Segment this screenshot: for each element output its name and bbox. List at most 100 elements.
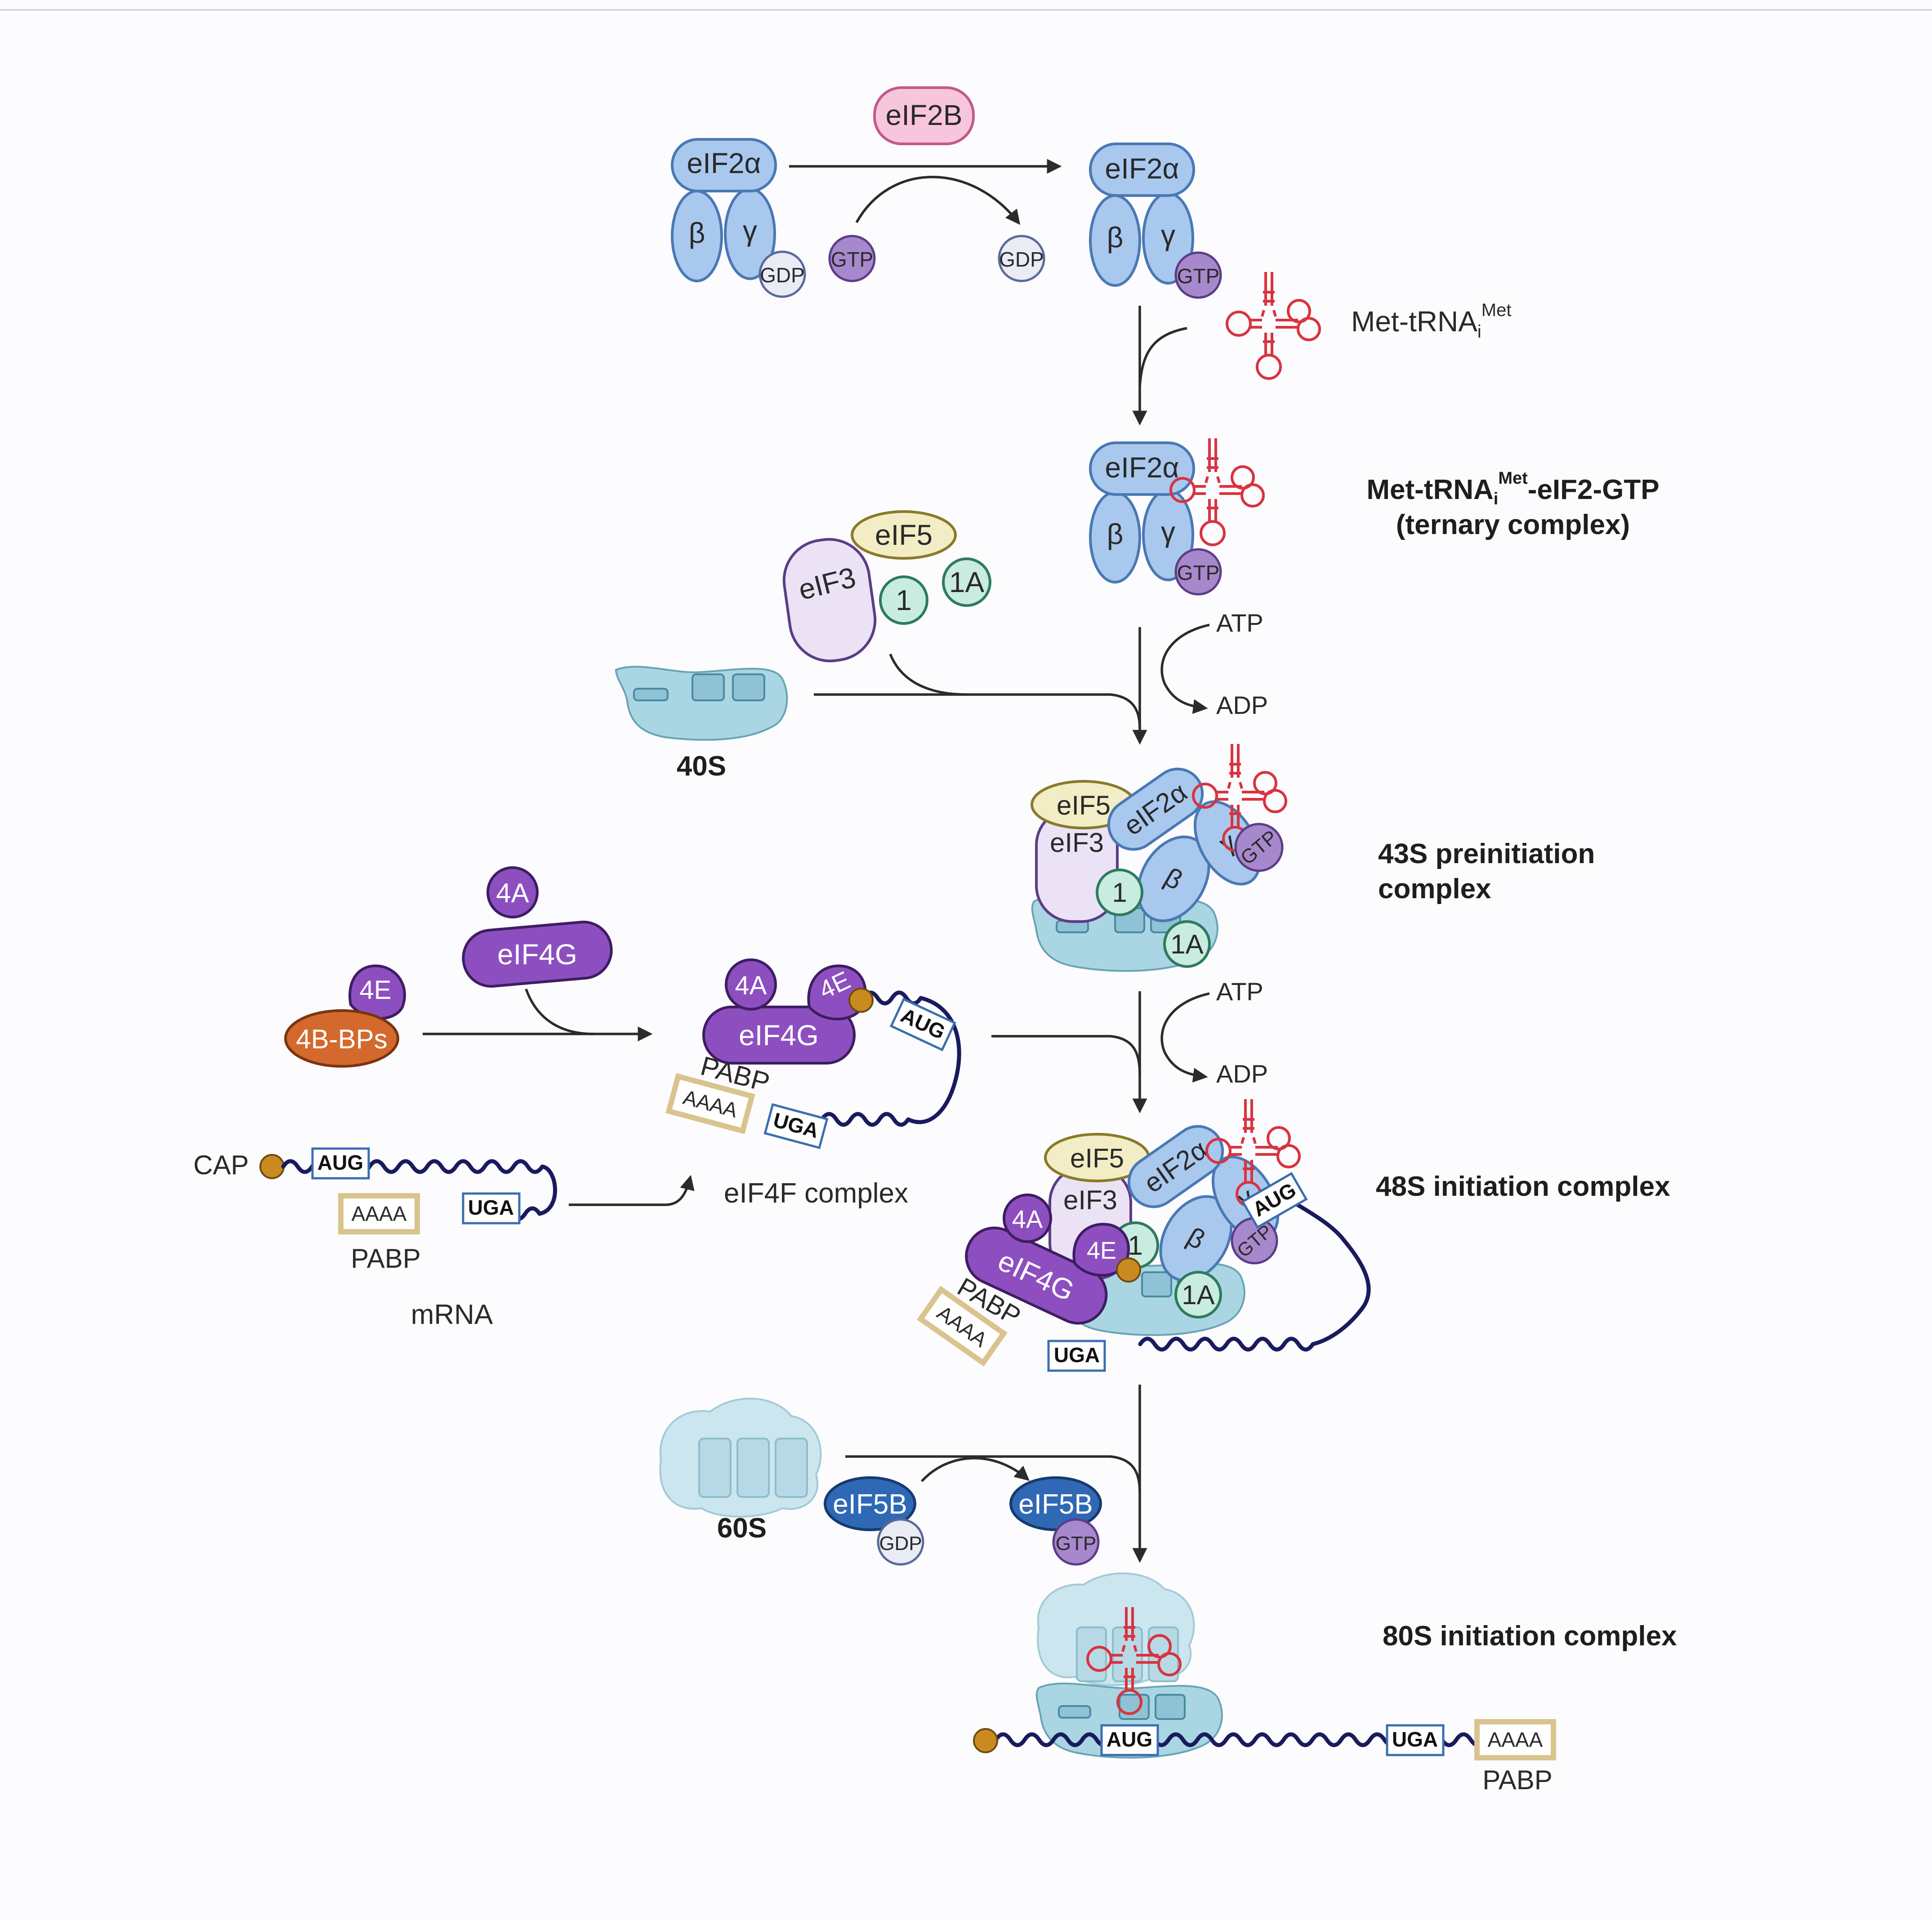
eif2a-subunit — [1127, 1125, 1224, 1208]
eif2a-label: eIF2α — [687, 147, 761, 179]
uga-label: UGA — [468, 1196, 514, 1219]
eif5b-exchange-arrow — [920, 1457, 1030, 1482]
gtp-molecule — [1174, 251, 1222, 299]
cap-structure — [1116, 1257, 1141, 1283]
ribosome-site — [1076, 1626, 1107, 1682]
initiation-factors-group: eIF3 eIF5 1 1A — [782, 510, 991, 663]
eif3-label: eIF3 — [1050, 828, 1104, 858]
ternary-complex-label-line2: (ternary complex) — [1396, 509, 1630, 540]
eif3-shape — [782, 538, 877, 663]
mrna-strand — [1138, 1192, 1371, 1352]
aug-label: AUG — [317, 1151, 363, 1174]
ternary-complex: eIF2α β γ GTP — [1089, 438, 1263, 596]
eif4g-join-arrow — [525, 989, 594, 1035]
aug-codon — [889, 998, 956, 1051]
trna-join-arrow — [1138, 327, 1187, 387]
gdp-label: GDP — [879, 1532, 922, 1555]
eif2a-subunit — [1089, 441, 1195, 496]
beta-label: β — [1107, 221, 1124, 254]
gdp-label: GDP — [760, 263, 805, 287]
mrna-label: mRNA — [411, 1299, 493, 1330]
eif1-label: 1 — [1128, 1230, 1142, 1261]
complex-43s-label: 43S preinitiation — [1378, 838, 1595, 869]
eif1-label: 1 — [1112, 878, 1127, 908]
gtp-molecule — [828, 235, 876, 282]
eif4e-label: 4E — [1087, 1237, 1116, 1264]
60s-join-arrow — [845, 1455, 1141, 1493]
poly-a-label: AAAA — [352, 1202, 407, 1225]
eif5-label: eIF5 — [1057, 790, 1111, 820]
eif4g-label: eIF4G — [497, 938, 577, 971]
atp-adp-arrow-2 — [1160, 992, 1210, 1083]
gtp-label: GTP — [831, 248, 874, 271]
ribosome-site — [1155, 1694, 1186, 1720]
met-trna-icon — [1227, 272, 1320, 379]
eif2a-label: eIF2α — [1105, 152, 1179, 185]
uga-label: UGA — [1054, 1343, 1100, 1367]
poly-a-tail — [1474, 1719, 1556, 1760]
ribosome-site — [736, 1438, 770, 1498]
ribosome-site — [775, 1438, 808, 1498]
eif2a-label: eIF2α — [1105, 451, 1179, 484]
ribosome-site — [1058, 1705, 1091, 1719]
uga-codon — [1047, 1340, 1106, 1372]
eif5-label: eIF5 — [1070, 1143, 1124, 1173]
ribosome-site — [1141, 1271, 1172, 1297]
eif4f-join-arrow — [991, 1035, 1141, 1075]
pabp-label-mrna: PABP — [351, 1243, 421, 1274]
complex-48s: eIF3 eIF5 β γ eIF2α GTP AUG 1 1A eIF4G 4… — [917, 1099, 1371, 1372]
atp-label-2: ATP — [1216, 977, 1263, 1006]
uga-label: UGA — [1392, 1728, 1438, 1751]
eif2b-label: eIF2B — [886, 99, 963, 131]
cap-structure — [848, 988, 874, 1013]
eif1-shape — [879, 575, 928, 625]
uga-codon — [462, 1192, 521, 1225]
complex-48s-label: 48S initiation complex — [1376, 1171, 1670, 1202]
gtp-molecule — [1234, 823, 1284, 872]
eif1-shape — [1096, 869, 1143, 916]
ribosome-site — [698, 1438, 732, 1498]
eif2a-subunit — [671, 138, 777, 192]
eif2a-subunit — [1107, 767, 1204, 851]
eif5b-label: eIF5B — [1018, 1489, 1093, 1520]
cap-structure — [973, 1728, 998, 1753]
eif5-shape — [851, 510, 957, 560]
eif4g-shape — [462, 921, 613, 988]
eif2a-subunit — [1089, 143, 1195, 197]
aug-codon — [1100, 1724, 1159, 1756]
ribosome-40s — [615, 666, 788, 741]
cap-label: CAP — [193, 1150, 249, 1180]
eif4-factors: 4A eIF4G 4E 4B-BPs — [284, 866, 613, 1068]
eif4a-label: 4A — [496, 878, 529, 908]
ribosome-40s-label: 40S — [677, 751, 726, 782]
mrna-join-arrow — [569, 1175, 695, 1206]
eif4f-complex-label: eIF4F complex — [724, 1178, 908, 1209]
eif1a-label: 1A — [949, 566, 985, 598]
aug-codon — [311, 1147, 370, 1180]
poly-a-label: AAAA — [1488, 1728, 1543, 1751]
pabp-label-80s: PABP — [1482, 1765, 1553, 1795]
aug-label: AUG — [1107, 1728, 1152, 1751]
eif2-gtp-complex: eIF2α β γ GTP — [1089, 143, 1222, 299]
gtp-gdp-swap-arrow — [855, 176, 1021, 225]
ribosome-site — [1119, 1694, 1150, 1720]
eif1a-shape — [1163, 920, 1211, 968]
eif5b-gdp: eIF5B GDP — [824, 1476, 924, 1566]
met-trna-label: Met-tRNAiMet — [1351, 300, 1511, 342]
ribosome-60s — [659, 1398, 822, 1518]
complex-43s: eIF3 eIF5 β γ eIF2α GTP 1 1A — [1031, 744, 1286, 972]
40s-join-arrow — [814, 693, 1141, 729]
gtp-label: GTP — [1177, 264, 1220, 288]
atp-adp-arrow-1 — [1160, 624, 1210, 714]
eif1a-label: 1A — [1170, 929, 1203, 959]
eif4a-shape — [486, 866, 539, 918]
bp4-label: 4B-BPs — [296, 1024, 387, 1054]
beta-label: β — [689, 217, 705, 249]
eif2b-shape — [873, 86, 975, 145]
eif1-label: 1 — [896, 584, 912, 616]
gtp-molecule — [1174, 548, 1222, 596]
factors-join-arrow — [889, 653, 967, 696]
complex-80s: AUG UGA AAAA — [973, 1572, 1556, 1760]
eif1a-shape — [942, 557, 991, 607]
